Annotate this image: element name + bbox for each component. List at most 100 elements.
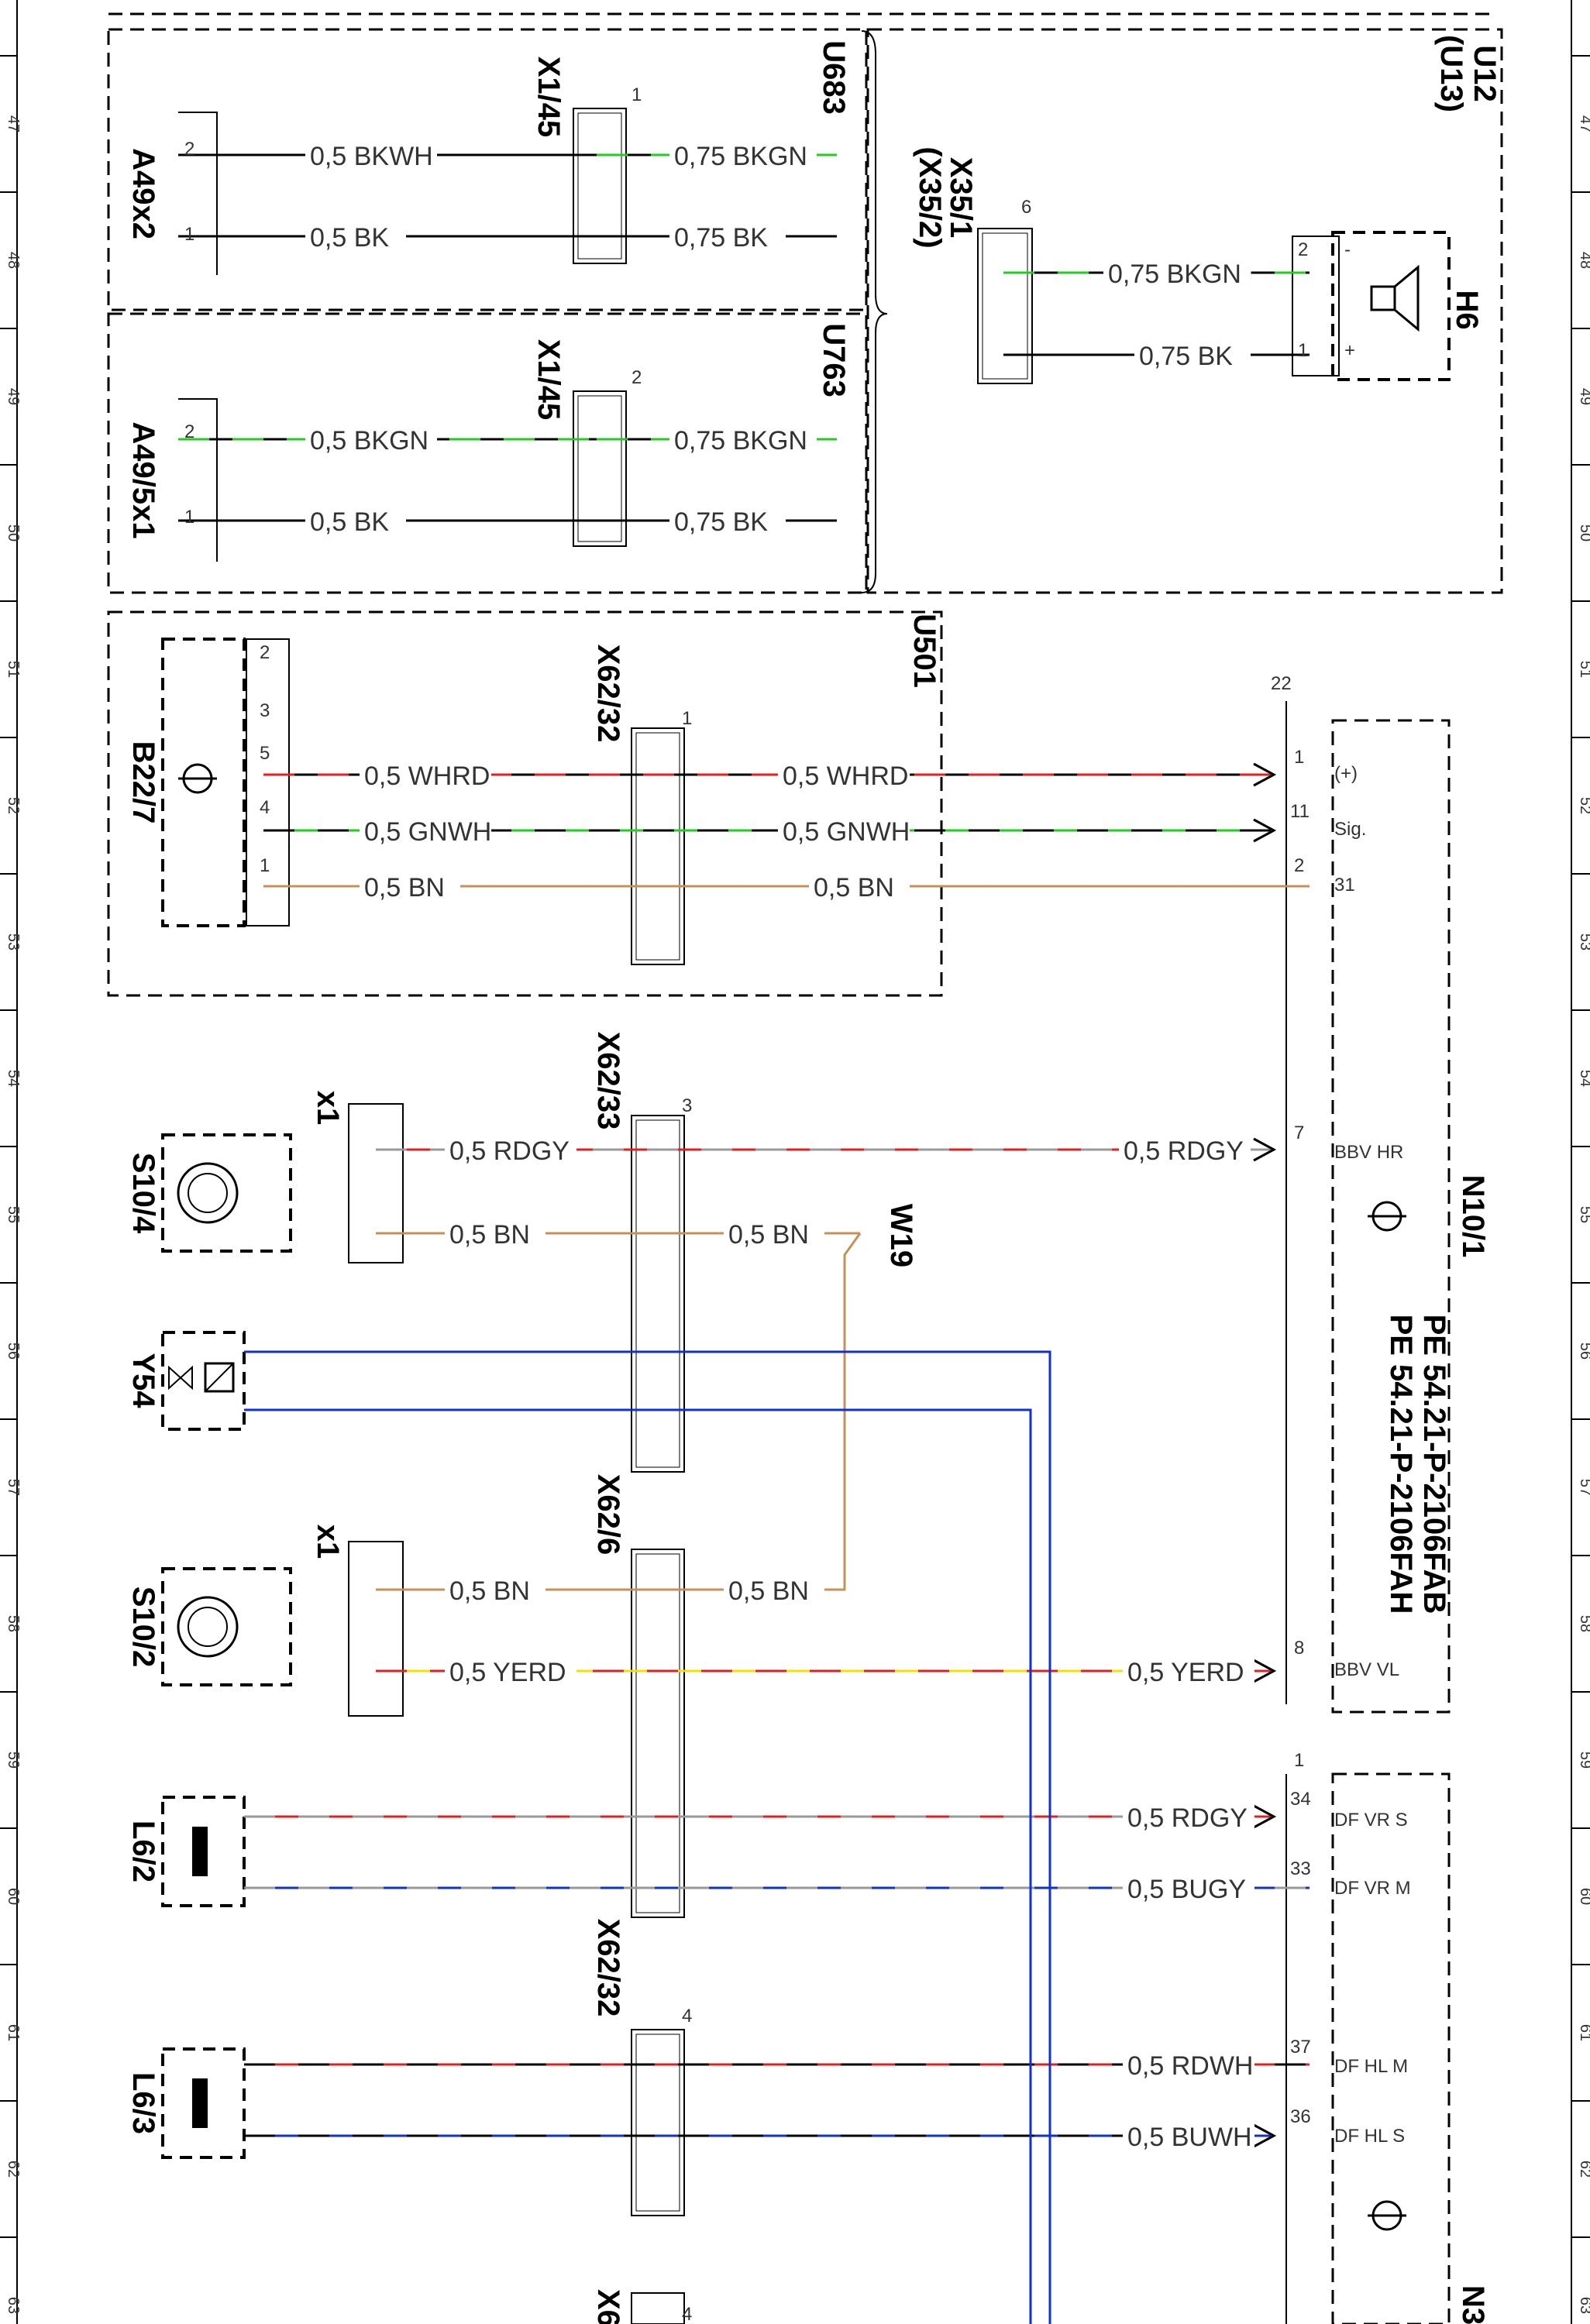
signal-df-hl-m: DF HL M [1334,2056,1408,2077]
label-x62-3: X62/3 [591,2289,625,2324]
pin: 2 [184,139,194,160]
pin: 1 [1294,1750,1304,1771]
wire-label: 0,5 RDGY [1127,1803,1248,1833]
label-x35-2: (X35/2) [913,146,947,248]
wire-label: 0,5 WHRD [783,761,908,791]
pin-labels: 2 1 2 1 1 2 6 2 1 - + 2 3 5 4 1 1 22 1 1… [184,84,1355,2324]
label-u501: U501 [907,614,941,688]
grid-number: 57 [1577,1479,1590,1496]
grid-number: 49 [5,388,22,405]
pin: 1 [184,507,194,528]
label-s10-2: S10/2 [126,1587,160,1668]
signal-plus: (+) [1334,763,1358,784]
signal-arrow [1253,1659,1277,1683]
label-x62-6: X62/6 [591,1474,625,1556]
signal-arrow [1253,762,1277,787]
grid-number: 62 [5,2161,22,2178]
wire-label: 0,75 BKGN [674,142,807,171]
wire-label: 0,5 GNWH [364,817,491,847]
wire-label: 0,5 BN [449,1576,530,1606]
signal-bbv-hr: BBV HR [1334,1142,1403,1163]
grid-number: 63 [5,2297,22,2314]
grid-number: 58 [1577,1615,1590,1632]
label-x62-33: X62/33 [591,1032,625,1130]
wire-label: 0,5 BKWH [310,142,433,171]
pin: 22 [1271,673,1292,694]
pin: 2 [1294,855,1304,876]
pin: 1 [1294,747,1304,768]
wire-label: 0,75 BK [674,507,768,537]
grid-number: 54 [5,1070,22,1087]
label-u12: U12 [1468,45,1502,101]
pin: 3 [682,1095,692,1116]
pin: 11 [1290,801,1310,822]
signal-df-vr-s: DF VR S [1334,1810,1408,1831]
grid-number: 61 [1577,2024,1590,2041]
label-n10-1: N10/1 [1456,1175,1490,1258]
pin: 33 [1290,1858,1311,1879]
pin: 6 [1021,197,1031,218]
wire-label: 0,5 RDGY [449,1136,570,1166]
wire-label: 0,5 BN [728,1220,809,1250]
grid-number: 51 [1577,661,1590,678]
pin: 2 [184,421,194,442]
grid-number: 62 [1577,2161,1590,2178]
grid-number: 56 [1577,1342,1590,1360]
label-s10-4: S10/4 [126,1153,160,1234]
grid-number: 63 [1577,2297,1590,2314]
wire [244,1350,1051,2324]
wire [244,1408,1032,2324]
wire-label: 0,5 BUGY [1127,1875,1246,1904]
signal-df-vr-m: DF VR M [1334,1878,1411,1899]
wire-label: 0,75 BKGN [1108,260,1241,289]
pin: 1 [1298,340,1308,361]
pin: 1 [682,708,692,729]
wire-label: 0,5 RDGY [1124,1136,1244,1166]
pin: + [1344,340,1355,361]
pin: 7 [1294,1122,1304,1143]
wire-label: 0,5 BN [449,1220,530,1250]
box-u763 [107,312,868,594]
wire-label: 0,5 RDWH [1127,2051,1253,2081]
pin: 1 [260,855,270,876]
pin: 5 [260,743,270,764]
wire-label: 0,5 BN [364,873,445,902]
pin: 4 [682,2006,692,2027]
label-x1-b: x1 [311,1525,345,1559]
grid-number: 53 [5,933,22,951]
label-l6-2: L6/2 [126,1820,160,1882]
pin: 2 [1298,239,1308,260]
grid-number: 56 [5,1342,22,1360]
signal-sig: Sig. [1334,819,1366,840]
grid-number: 61 [5,2024,22,2041]
grid-number: 52 [1577,797,1590,814]
pin: - [1344,239,1351,260]
grid-number: 60 [5,1888,22,1905]
pin: 36 [1290,2106,1311,2127]
grid-number: 47 [1577,115,1590,132]
label-x35-1: X35/1 [944,157,978,239]
wire-label: 0,5 BK [310,507,389,537]
signal-arrow [1253,818,1277,843]
grid-number: 52 [5,797,22,814]
wire-label: 0,5 BN [814,873,894,902]
wire-label: 0,5 GNWH [783,817,910,847]
pin: 4 [682,2304,692,2324]
pin: 2 [260,642,270,663]
pin: 34 [1290,1789,1311,1810]
grid-number: 51 [5,661,22,678]
grid-number: 53 [1577,933,1590,951]
pin: 1 [632,84,642,105]
pin: 4 [260,797,270,818]
pin: 2 [632,367,642,388]
label-x1-a: x1 [311,1091,345,1126]
pin: 3 [260,700,270,721]
label-a49-5x1: A49/5x1 [126,421,160,538]
pin: 1 [184,224,194,245]
grid-number: 47 [5,115,22,132]
label-l6-3: L6/3 [126,2072,160,2134]
wire-label: 0,5 WHRD [364,761,490,791]
label-n30: N30/ [1456,2285,1490,2324]
